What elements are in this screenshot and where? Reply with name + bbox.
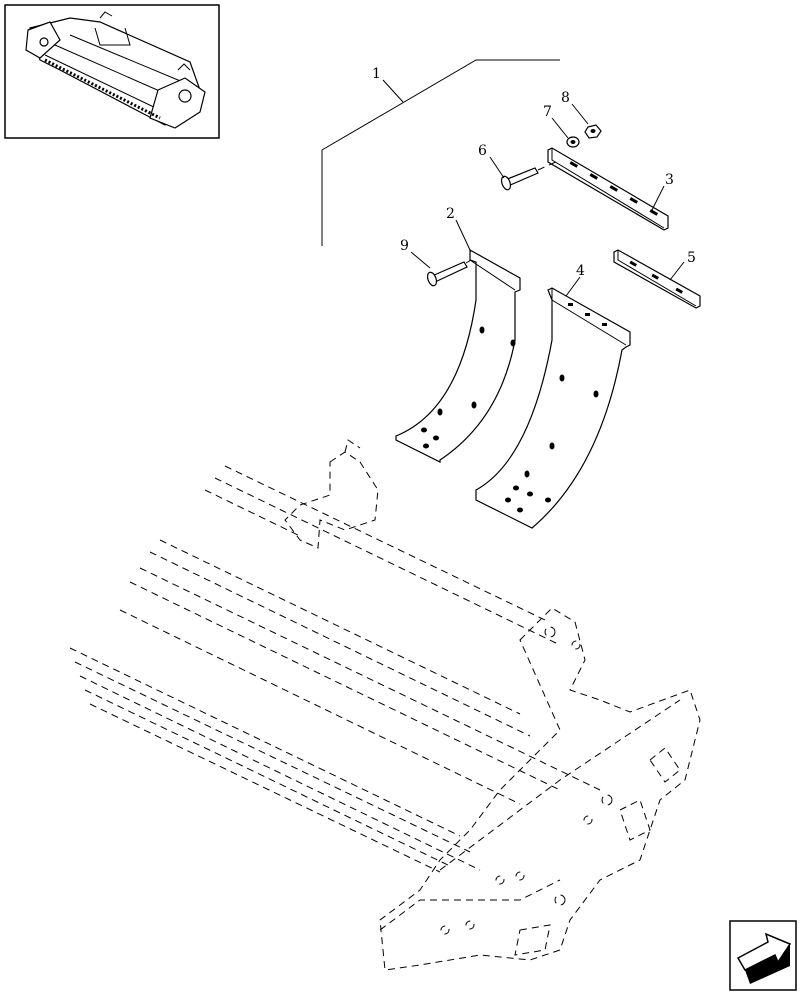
callout-labels: 1 2 3 4 5 6 7 8 9 (372, 66, 696, 279)
part-6-bolt (500, 159, 561, 191)
part-4-curved-shield (475, 287, 631, 529)
leader-lines (382, 79, 685, 297)
callout-6: 6 (478, 143, 487, 159)
callout-9: 9 (400, 238, 409, 254)
assembly-bracket-line (321, 59, 560, 246)
overview-thumbnail (4, 4, 220, 139)
part-9-bolt (426, 255, 479, 287)
callout-3: 3 (665, 172, 674, 188)
part-2-curved-shield (395, 248, 521, 463)
part-3-slotted-strip (547, 147, 669, 231)
callout-1: 1 (372, 66, 381, 82)
callout-4: 4 (576, 263, 585, 279)
callout-2: 2 (446, 206, 455, 222)
callout-5: 5 (687, 250, 696, 266)
phantom-header-frame (69, 439, 701, 971)
part-5-short-strip (613, 249, 701, 309)
callout-7: 7 (543, 104, 552, 120)
part-8-nut (584, 124, 602, 139)
callout-8: 8 (561, 90, 570, 106)
header-overview-thumbnail-icon (25, 11, 206, 129)
part-7-washer (566, 136, 580, 148)
next-page-arrow-icon[interactable] (729, 920, 797, 991)
